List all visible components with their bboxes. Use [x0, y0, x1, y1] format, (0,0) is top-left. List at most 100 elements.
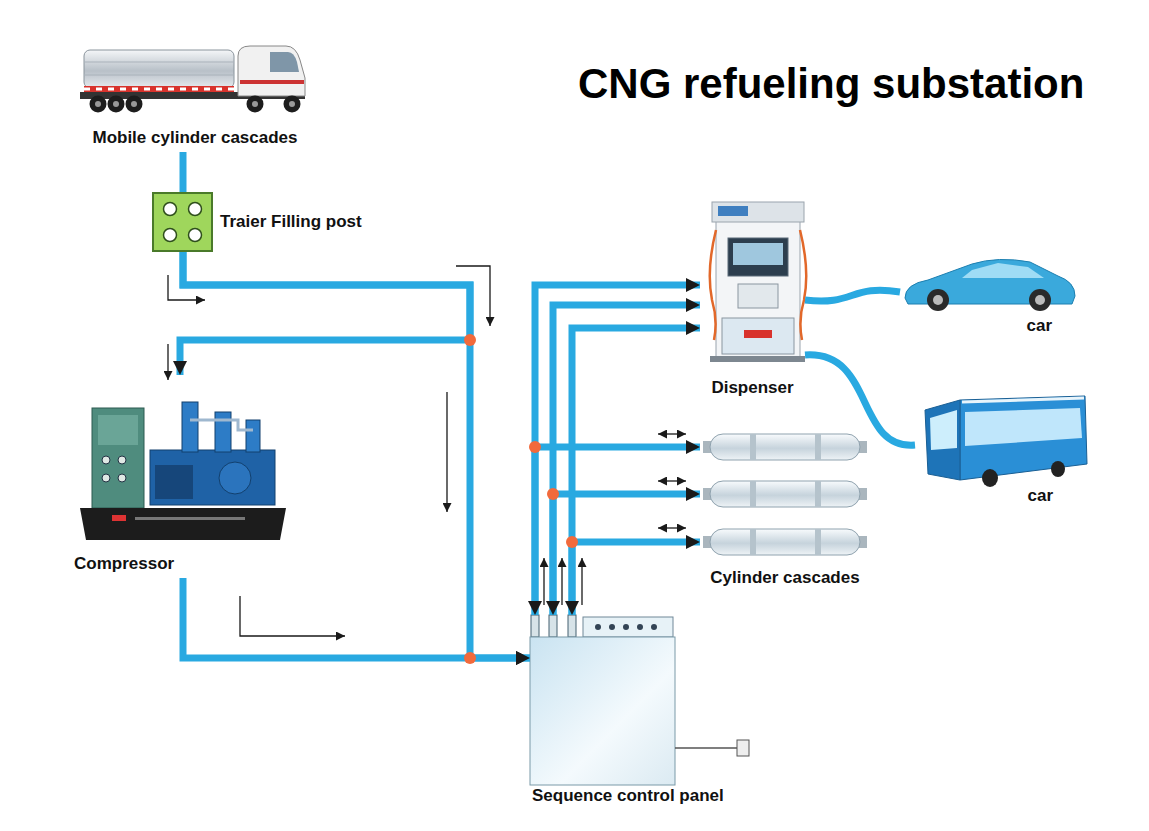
filling-post-illustration-part — [189, 203, 202, 216]
control-panel-illustration-part — [568, 615, 576, 637]
compressor-illustration-part — [182, 402, 198, 452]
compressor-illustration-part — [118, 456, 126, 464]
dispenser-illustration-part — [710, 356, 805, 362]
flow-arrows-part — [240, 596, 345, 636]
car-illustration-part — [1035, 295, 1045, 305]
control-panel-illustration-part — [737, 740, 749, 756]
car-node: car — [900, 250, 1080, 340]
node-label: Sequence control panel — [532, 786, 724, 806]
filling-post-illustration-part — [153, 193, 212, 251]
flow-arrows-part — [658, 433, 686, 434]
dispenser-illustration-part — [722, 318, 794, 354]
flow-arrows-part — [446, 392, 447, 512]
car-illustration-part — [927, 289, 949, 311]
bus-illustration-part — [930, 410, 957, 450]
dispenser-illustration-part — [712, 202, 804, 222]
truck-illustration-part — [113, 101, 119, 107]
flow-arrows-part — [561, 558, 562, 605]
pipe-connector — [183, 152, 184, 192]
node-label: car — [1027, 486, 1053, 506]
compressor-illustration-part — [102, 456, 110, 464]
compressor-node: Compressor — [72, 375, 287, 578]
truck-illustration-part — [84, 75, 234, 76]
junction-dots-part — [566, 536, 578, 548]
pipe-line — [805, 290, 900, 301]
truck-illustration-part — [126, 96, 143, 113]
cylinder-cascades-node: Cylinder cascades — [700, 425, 870, 592]
control-panel-illustration — [530, 615, 749, 785]
pipe-connector — [180, 252, 470, 375]
flow-arrows-part — [581, 558, 582, 605]
truck-illustration — [80, 46, 305, 113]
compressor-illustration-part — [190, 420, 253, 430]
filling-post-illustration-part — [164, 229, 177, 242]
control-panel-node: Sequence control panel — [530, 615, 745, 810]
flow-arrows — [168, 266, 686, 636]
pipe-line — [535, 447, 700, 615]
bus-illustration-part — [925, 400, 960, 480]
control-panel-illustration-part — [651, 624, 657, 630]
bus-node: car — [915, 388, 1095, 510]
cylinder-illustration — [703, 434, 867, 555]
bus-illustration-part — [1051, 461, 1065, 477]
bus-illustration-part — [982, 469, 998, 487]
compressor-illustration-part — [98, 415, 138, 445]
node-label: Mobile cylinder cascades — [92, 128, 297, 148]
truck-illustration-part — [247, 96, 264, 113]
dispenser-illustration-part — [800, 230, 806, 340]
pipe-line — [553, 305, 700, 615]
junction-dots — [464, 334, 578, 664]
compressor-illustration-part — [219, 462, 251, 494]
control-panel-illustration-part — [549, 615, 557, 637]
filling-post-illustration-part — [189, 229, 202, 242]
dispenser-illustration-part — [718, 206, 748, 216]
pipe-line — [553, 494, 700, 615]
control-panel-illustration-part — [623, 624, 629, 630]
compressor-illustration-part — [215, 412, 231, 452]
pipe-line — [180, 252, 470, 375]
truck-illustration-part — [108, 96, 125, 113]
flow-arrows-part — [658, 480, 686, 481]
pipe-line — [183, 578, 530, 658]
dispenser-node: Dispenser — [700, 198, 805, 402]
truck-node: Mobile cylinder cascades — [75, 38, 315, 152]
cylinder-illustration-part — [750, 434, 756, 460]
filling-post-illustration — [153, 193, 212, 251]
compressor-illustration-part — [118, 474, 126, 482]
node-label: Compressor — [74, 554, 174, 574]
truck-illustration-part — [240, 80, 304, 84]
truck-illustration-part — [90, 96, 107, 113]
dispenser-illustration-part — [744, 330, 772, 338]
node-label: car — [1026, 316, 1052, 336]
compressor-illustration-part — [102, 474, 110, 482]
car-illustration-part — [1029, 289, 1051, 311]
compressor-illustration-part — [80, 508, 286, 540]
flow-arrows-part — [167, 344, 168, 380]
cylinder-illustration-part — [750, 481, 756, 507]
cylinder-illustration-part — [815, 481, 821, 507]
car-illustration-part — [962, 263, 1044, 278]
pipe-connector — [805, 355, 915, 445]
compressor-illustration-part — [92, 408, 144, 508]
control-panel-illustration-part — [595, 624, 601, 630]
bus-illustration-part — [960, 396, 1087, 480]
pipe-line — [183, 252, 530, 658]
pipe-line — [535, 285, 700, 615]
cylinder-illustration-part — [815, 529, 821, 555]
cylinder-illustration-part — [815, 434, 821, 460]
filling-post-illustration-part — [164, 203, 177, 216]
dispenser-illustration-part — [716, 220, 800, 358]
dispenser-illustration-part — [728, 238, 788, 276]
pipe-line — [572, 542, 700, 615]
cylinder-illustration-part — [750, 529, 756, 555]
bus-illustration — [925, 396, 1087, 487]
control-panel-illustration-part — [530, 637, 675, 785]
pipe-line — [180, 152, 187, 192]
pipe-line — [572, 328, 700, 615]
truck-illustration-part — [84, 86, 234, 92]
dispenser-illustration-part — [710, 230, 716, 340]
compressor-illustration-part — [135, 517, 245, 520]
pipe-connector — [183, 252, 530, 658]
node-label: Traier Filling post — [220, 212, 362, 232]
